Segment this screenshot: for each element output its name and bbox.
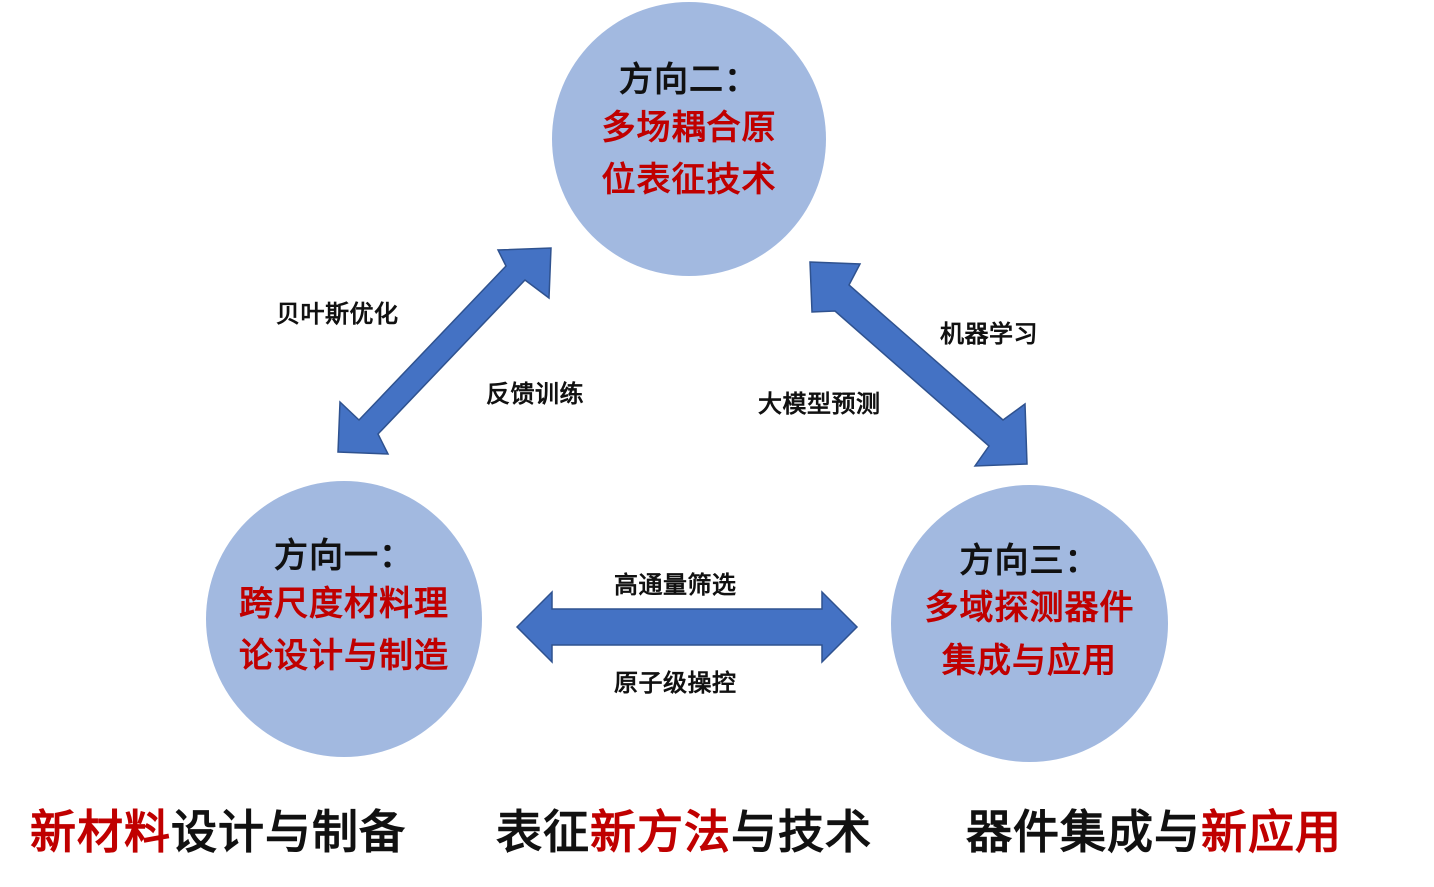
node-heading: 方向三： — [959, 540, 1100, 581]
node-title-line: 多域探测器件 — [924, 588, 1135, 629]
edge-label-machine-learning: 机器学习 — [940, 320, 1038, 348]
footer-text: 设计与制备 — [171, 805, 406, 859]
footer-caption-devices: 器件集成与新应用 — [966, 796, 1342, 862]
footer-text: 器件集成与 — [966, 805, 1201, 859]
node-heading: 方向二： — [619, 60, 759, 101]
double-arrow-top-right — [809, 261, 1028, 467]
footer-highlight: 新方法 — [590, 805, 731, 859]
footer-highlight: 新材料 — [30, 805, 171, 859]
edge-label-bayesian-optimization: 贝叶斯优化 — [276, 300, 399, 328]
footer-text: 表征 — [496, 805, 590, 859]
node-title-line: 位表征技术 — [601, 160, 777, 201]
node-title-line: 跨尺度材料理 — [239, 583, 449, 624]
footer-text: 与技术 — [731, 805, 872, 859]
edge-label-feedback-training: 反馈训练 — [486, 380, 584, 408]
double-arrow-left-top — [337, 247, 552, 455]
edge-label-large-model-prediction: 大模型预测 — [758, 390, 881, 418]
node-title-line: 集成与应用 — [942, 640, 1117, 681]
node-title-line: 论设计与制造 — [239, 636, 449, 677]
node-direction-3: 方向三： 多域探测器件 集成与应用 — [891, 485, 1168, 762]
node-title-line: 多场耦合原 — [601, 107, 777, 148]
edge-label-atomic-manipulation: 原子级操控 — [614, 669, 737, 697]
node-direction-2: 方向二： 多场耦合原 位表征技术 — [552, 2, 826, 276]
footer-caption-materials: 新材料设计与制备 — [30, 796, 406, 862]
footer-highlight: 新应用 — [1201, 805, 1342, 859]
edge-label-high-throughput-screening: 高通量筛选 — [614, 571, 737, 599]
node-heading: 方向一： — [274, 536, 414, 577]
node-direction-1: 方向一： 跨尺度材料理 论设计与制造 — [206, 481, 482, 757]
footer-caption-characterization: 表征新方法与技术 — [496, 796, 872, 862]
double-arrow-horizontal — [515, 590, 859, 664]
